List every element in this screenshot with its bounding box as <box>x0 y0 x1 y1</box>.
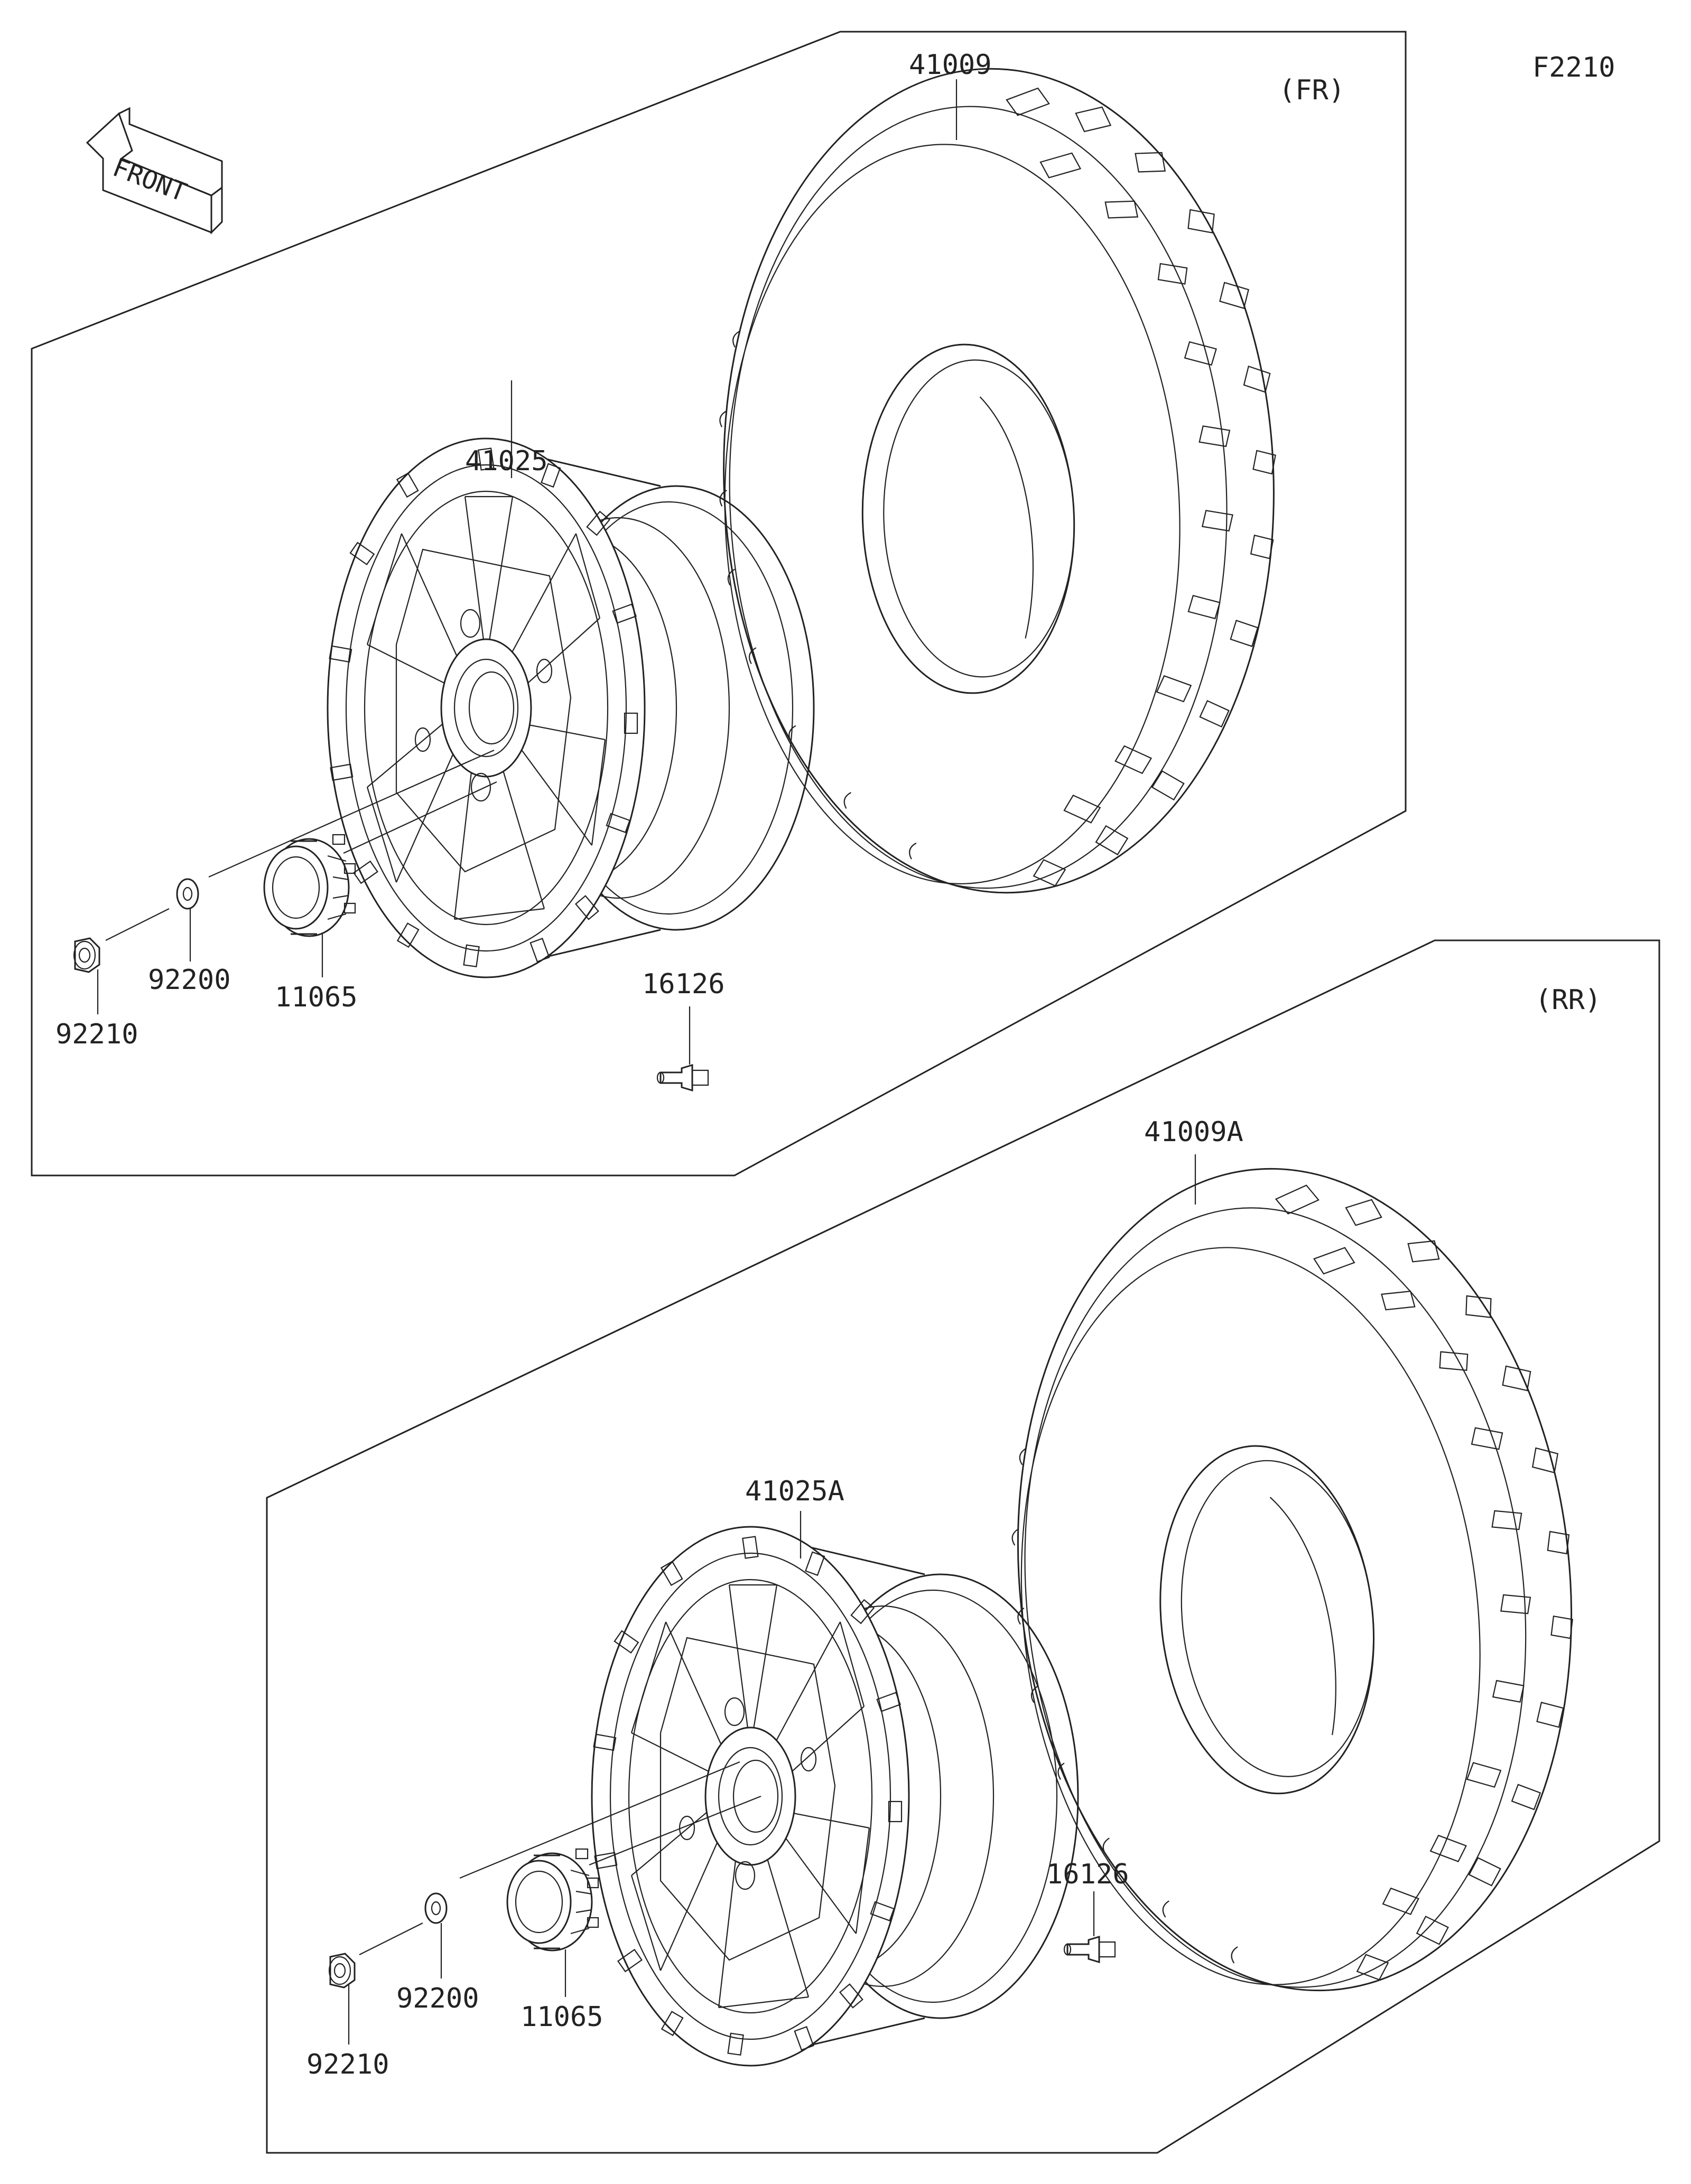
front-washer <box>176 878 199 910</box>
front-cap-part-number: 11065 <box>275 982 358 1013</box>
rear-tire-part-number: 41009A <box>1144 1116 1243 1148</box>
front-hub-cap <box>263 834 356 937</box>
front-tire-part-number: 41009 <box>909 49 992 81</box>
rear-nut <box>328 1953 356 1989</box>
rear-wheel <box>591 1526 1079 2067</box>
rear-section: (RR) 41009A 41025A 11065 92200 <box>266 939 1660 2154</box>
front-valve-stem <box>656 1064 709 1091</box>
rear-washer-part-number: 92200 <box>396 1983 479 2014</box>
rear-nut-part-number: 92210 <box>306 2049 389 2080</box>
front-valve-part-number: 16126 <box>642 968 725 1000</box>
rear-valve-stem <box>1063 1936 1116 1963</box>
rear-valve-part-number: 16126 <box>1046 1859 1129 1890</box>
front-direction-arrow-icon: FRONT <box>86 107 223 235</box>
rear-section-tag: (RR) <box>1535 984 1601 1016</box>
rear-washer <box>424 1892 448 1924</box>
front-section: (FR) 41009 41025 11065 92200 <box>31 31 1407 1177</box>
rear-section-border <box>266 939 1660 2154</box>
front-section-border <box>31 31 1407 1177</box>
front-section-tag: (FR) <box>1279 74 1345 106</box>
front-nut-part-number: 92210 <box>55 1019 138 1050</box>
rear-hub-cap <box>506 1848 599 1952</box>
front-tire <box>704 58 1292 903</box>
front-washer-part-number: 92200 <box>148 964 231 996</box>
rear-cap-part-number: 11065 <box>521 2001 603 2033</box>
diagram-code: F2210 <box>1532 52 1615 83</box>
rear-wheel-part-number: 41025A <box>745 1476 844 1507</box>
front-wheel-part-number: 41025 <box>465 445 548 477</box>
front-nut <box>73 937 100 973</box>
